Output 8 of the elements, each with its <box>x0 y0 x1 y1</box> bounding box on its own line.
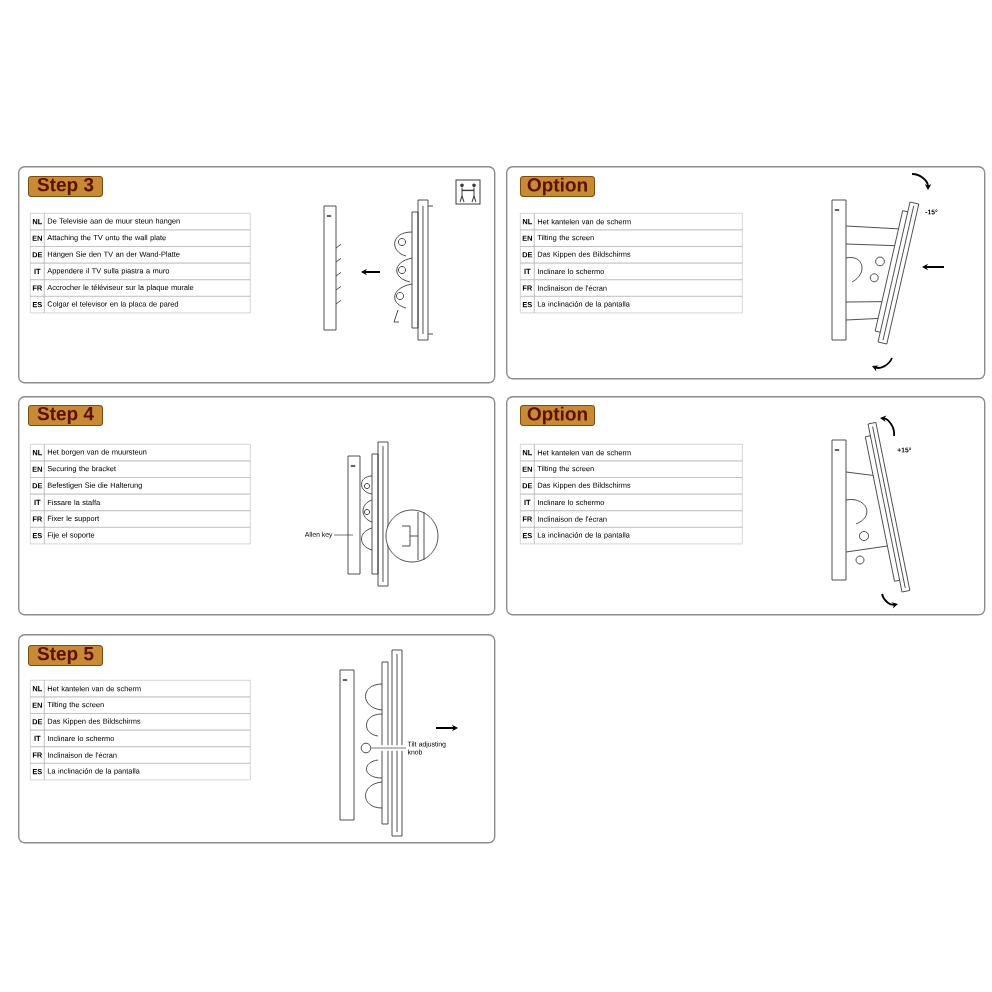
step-badge: Step 4 <box>28 405 103 426</box>
step-badge: Step 3 <box>28 176 103 197</box>
step-badge: Step 5 <box>28 645 103 666</box>
leader-line <box>370 747 407 749</box>
knob <box>360 742 372 754</box>
leader-line <box>333 534 354 536</box>
step-badge: Option <box>520 176 595 197</box>
step-badge: Option <box>520 405 595 426</box>
